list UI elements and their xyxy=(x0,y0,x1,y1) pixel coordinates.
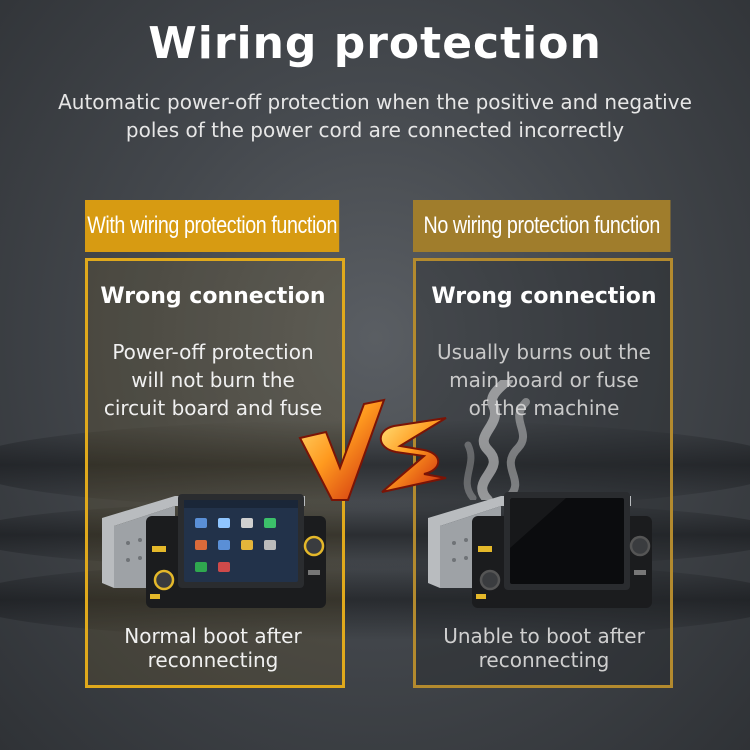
page-subtitle: Automatic power-off protection when the … xyxy=(20,88,730,144)
car-stereo-working-icon xyxy=(100,488,340,613)
unprotected-caption: Unable to boot after reconnecting xyxy=(394,624,694,672)
subtitle-line: poles of the power cord are connected in… xyxy=(125,118,625,142)
description-line: main board or fuse xyxy=(449,368,639,392)
smoke-icon xyxy=(448,375,558,505)
subtitle-line: Automatic power-off protection when the … xyxy=(58,90,692,114)
caption-line: reconnecting xyxy=(478,648,610,672)
protected-caption: Normal boot after reconnecting xyxy=(63,624,363,672)
protected-heading: Wrong connection xyxy=(100,284,326,309)
vs-lightning-icon xyxy=(296,396,461,510)
protected-tab-label: With wiring protection function xyxy=(85,200,340,252)
caption-line: Unable to boot after xyxy=(443,624,645,648)
description-line: Usually burns out the xyxy=(437,340,651,364)
protected-description: Power-off protection will not burn the c… xyxy=(63,338,363,422)
description-line: will not burn the xyxy=(131,368,295,392)
car-stereo-dead-icon xyxy=(426,488,666,613)
caption-line: Normal boot after xyxy=(124,624,302,648)
page-title: Wiring protection xyxy=(148,18,602,69)
description-line: circuit board and fuse xyxy=(103,396,323,420)
unprotected-tab-label: No wiring protection function xyxy=(413,200,671,252)
unprotected-heading: Wrong connection xyxy=(431,284,657,309)
unprotected-panel xyxy=(413,258,673,688)
description-line: Power-off protection xyxy=(112,340,314,364)
caption-line: reconnecting xyxy=(147,648,279,672)
